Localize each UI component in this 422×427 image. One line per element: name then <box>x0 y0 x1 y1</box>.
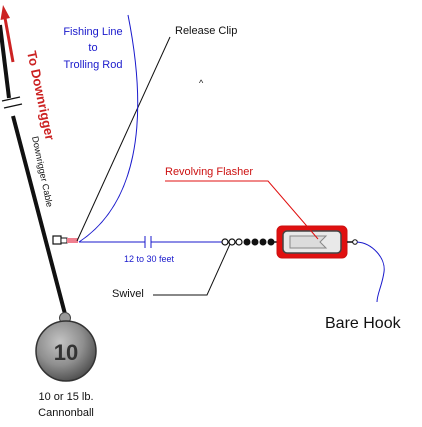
cannonball-weight: 10 <box>35 312 97 382</box>
fishing-line-label-1: Fishing Line <box>63 26 122 38</box>
release-clip <box>52 235 78 245</box>
weight-number: 10 <box>54 340 78 365</box>
bare-hook-label: Bare Hook <box>325 315 402 332</box>
to-downrigger-arrow <box>0 5 15 63</box>
release-clip-label: Release Clip <box>175 25 237 37</box>
swivel-pointer <box>153 243 231 296</box>
swivel-beads <box>221 238 275 246</box>
revolving-flasher <box>270 225 358 259</box>
downrigger-cable-line <box>0 24 67 315</box>
fishing-line-label-3: Trolling Rod <box>64 59 123 71</box>
release-clip-pointer <box>76 36 171 242</box>
flasher-pointer <box>165 180 319 240</box>
cannonball-label-1: 10 or 15 lb. <box>38 391 93 403</box>
leader-line <box>79 236 222 248</box>
cannonball-label-2: Cannonball <box>38 407 94 419</box>
fishing-line-curve <box>78 14 139 243</box>
stray-caret: ^ <box>199 78 204 88</box>
swivel-label: Swivel <box>112 288 144 300</box>
distance-label: 12 to 30 feet <box>124 254 175 264</box>
fishing-line-label-2: to <box>88 42 97 54</box>
hook-leader <box>356 241 385 303</box>
revolving-flasher-label: Revolving Flasher <box>165 166 253 178</box>
to-downrigger-label: To Downrigger <box>24 50 58 142</box>
